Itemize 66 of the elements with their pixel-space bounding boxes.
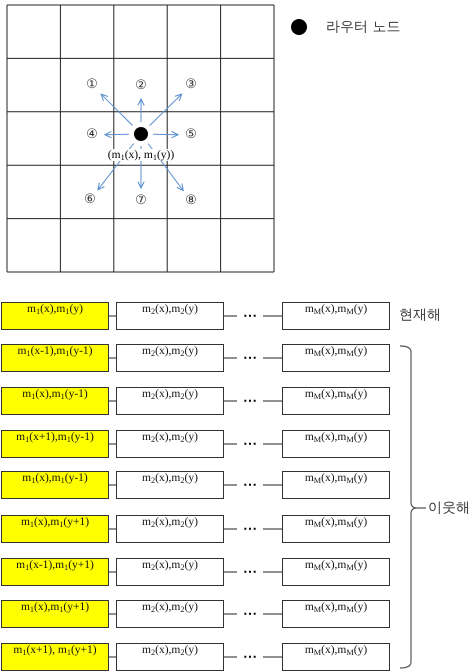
connector-line [224,528,238,530]
solution-cell: m$_{2}$(x),m$_{2}$(y) [116,302,224,330]
solution-cell: m$_{M}$(x),m$_{M}$(y) [282,600,390,628]
solution-cell: m$_{M}$(x),m$_{M}$(y) [282,558,390,586]
connector-line [108,656,116,658]
solution-cell: m$_{2}$(x),m$_{2}$(y) [116,600,224,628]
callout-number: ② [133,78,149,94]
current-solution-cell: m$_{1}$(x),m$_{1}$(y+1) [1,515,109,543]
solution-cell: m$_{M}$(x),m$_{M}$(y) [282,430,390,458]
current-solution-cell: m$_{1}$(x),m$_{1}$(y-1) [1,387,109,415]
solution-cell: m$_{2}$(x),m$_{2}$(y) [116,430,224,458]
group-label: 이웃해 [428,499,470,517]
connector-line [108,484,116,486]
ellipsis: ⋯ [237,307,263,325]
solution-cell: m$_{M}$(x),m$_{M}$(y) [282,515,390,543]
legend-label: 라우터 노드 [326,18,400,36]
solution-cell: m$_{M}$(x),m$_{M}$(y) [282,344,390,372]
current-solution-cell: m$_{1}$(x),m$_{1}$(y) [1,302,109,330]
solution-cell: m$_{M}$(x),m$_{M}$(y) [282,387,390,415]
solution-cell: m$_{2}$(x),m$_{2}$(y) [116,643,224,671]
solution-cell: m$_{2}$(x),m$_{2}$(y) [116,515,224,543]
ellipsis: ⋯ [237,392,263,410]
callout-number: ⑥ [82,192,98,208]
current-solution-cell: m$_{1}$(x-1),m$_{1}$(y+1) [1,558,109,586]
current-solution-cell: m$_{1}$(x),m$_{1}$(y+1) [1,600,109,628]
arrow [104,130,130,138]
arrow [100,94,134,126]
router-node-dot [134,127,148,141]
ellipsis: ⋯ [237,648,263,666]
ellipsis: ⋯ [237,563,263,581]
current-solution-cell: m$_{1}$(x+1),m$_{1}$(y-1) [1,430,109,458]
ellipsis: ⋯ [237,435,263,453]
arrow [152,130,179,138]
connector-line [108,400,116,402]
coordinate-label: (m$_{1}$(x), m$_{1}$(y)) [106,149,176,161]
connector-line [224,400,238,402]
current-solution-cell: m$_{1}$(x+1), m$_{1}$(y+1) [1,643,109,671]
arrow [137,98,145,122]
solution-cell: m$_{M}$(x),m$_{M}$(y) [282,302,390,330]
solution-cell: m$_{M}$(x),m$_{M}$(y) [282,643,390,671]
solution-cell: m$_{2}$(x),m$_{2}$(y) [116,344,224,372]
arrow [149,94,182,126]
connector-line [262,656,282,658]
current-solution-cell: m$_{1}$(x),m$_{1}$(y-1) [1,471,109,499]
connector-line [108,528,116,530]
callout-number: ⑧ [183,193,199,209]
connector-line [262,400,282,402]
callout-number: ① [84,77,100,93]
connector-line [262,484,282,486]
solution-cell: m$_{2}$(x),m$_{2}$(y) [116,558,224,586]
callout-number: ⑤ [183,127,199,143]
solution-label: 현재해 [399,306,441,324]
callout-number: ⑦ [133,193,149,209]
ellipsis: ⋯ [237,520,263,538]
connector-line [224,656,238,658]
ellipsis: ⋯ [237,476,263,494]
solution-cell: m$_{2}$(x),m$_{2}$(y) [116,387,224,415]
ellipsis: ⋯ [237,349,263,367]
connector-line [224,484,238,486]
callout-number: ③ [183,77,199,93]
solution-cell: m$_{M}$(x),m$_{M}$(y) [282,471,390,499]
solution-cell: m$_{2}$(x),m$_{2}$(y) [116,471,224,499]
current-solution-cell: m$_{1}$(x-1),m$_{1}$(y-1) [1,344,109,372]
connector-line [262,528,282,530]
callout-number: ④ [84,127,100,143]
ellipsis: ⋯ [237,605,263,623]
